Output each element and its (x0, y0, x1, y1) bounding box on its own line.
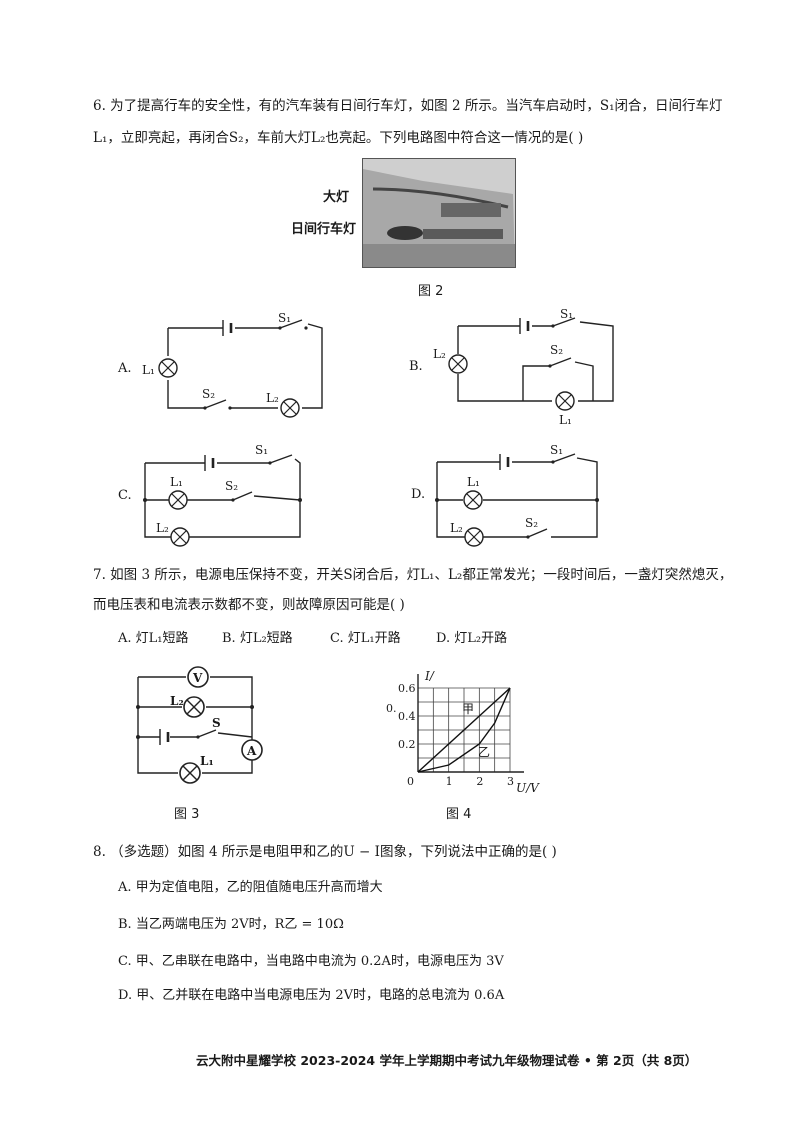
fig3-label-s: S (212, 716, 221, 730)
q6-stem-line2: L₁，立即亮起，再闭合S₂，车前大灯L₂也亮起。下列电路图中符合这一情况的是( … (93, 130, 584, 146)
q7-option-b: B. 灯L₂短路 (222, 631, 293, 646)
q8-option-b: B. 当乙两端电压为 2V时，R乙 = 10Ω (118, 917, 344, 932)
figure3-circuit: V A L₂ S L₁ (136, 666, 263, 784)
fig3-label-l1: L₁ (200, 754, 214, 768)
graph-label-jia: 甲 (462, 702, 474, 716)
a-label-l1: L₁ (142, 363, 155, 377)
figure4-caption: 图 4 (446, 807, 472, 822)
a-label-l2: L₂ (266, 391, 279, 405)
graph-series (417, 687, 511, 773)
x-tick-label: 2 (476, 775, 483, 788)
series-line-甲 (417, 687, 511, 773)
graph-side-mark: 0. (386, 702, 397, 715)
q8-stem: 8. （多选题）如图 4 所示是电阻甲和乙的U − I图象，下列说法中正确的是(… (93, 844, 557, 860)
photo-label-headlight: 大灯 (323, 190, 350, 205)
fig3-voltmeter-symbol: V (192, 671, 203, 685)
d-label-s2: S₂ (525, 516, 538, 530)
b-label-l2: L₂ (433, 347, 446, 361)
a-label-s2: S₂ (202, 387, 215, 401)
q8-option-c: C. 甲、乙串联在电路中，当电路中电流为 0.2A时，电源电压为 3V (118, 954, 504, 969)
d-label-l2: L₂ (450, 521, 463, 535)
q7-stem-line1: 7. 如图 3 所示，电源电压保持不变，开关S闭合后，灯L₁、L₂都正常发光；一… (93, 567, 733, 583)
fig3-label-l2: L₂ (170, 694, 184, 708)
y-tick-label: 0.2 (398, 738, 416, 751)
c-label-l1: L₁ (170, 475, 183, 489)
c-label-s2: S₂ (225, 479, 238, 493)
q8-option-d: D. 甲、乙并联在电路中当电源电压为 2V时，电路的总电流为 0.6A (118, 988, 505, 1003)
x-tick-label: 0 (407, 775, 414, 788)
figure2-caption: 图 2 (418, 284, 444, 299)
q6-option-d-circuit: S₁ L₁ S₂ L₂ (435, 443, 599, 547)
q6-option-a-circuit: S₁ L₁ S₂ L₂ (142, 311, 323, 418)
b-label-l1: L₁ (559, 413, 572, 427)
q8-option-a: A. 甲为定值电阻，乙的阻值随电压升高而增大 (118, 880, 383, 895)
graph-x-axis-label: U/V (516, 781, 540, 795)
x-tick-label: 1 (446, 775, 453, 788)
q7-option-d: D. 灯L₂开路 (436, 631, 508, 646)
d-label-l1: L₁ (467, 475, 480, 489)
a-label-s1: S₁ (278, 311, 291, 325)
q7-option-a: A. 灯L₁短路 (118, 631, 189, 646)
b-label-s1: S₁ (560, 307, 573, 321)
figure2-car-photo (362, 158, 516, 268)
c-label-l2: L₂ (156, 521, 169, 535)
q6-option-c-circuit: S₁ L₁ S₂ L₂ (143, 443, 302, 547)
figure4-graph: 0.6 0.4 0.2 0 1 2 3 I/ U/V 0. 甲 乙 (386, 669, 540, 795)
q7-stem-line2: 而电压表和电流表示数都不变，则故障原因可能是( ) (93, 597, 405, 613)
q6-option-c-letter: C. (118, 488, 132, 503)
graph-label-yi: 乙 (478, 745, 490, 759)
graph-ticks: 0.6 0.4 0.2 0 1 2 3 (398, 682, 514, 788)
q6-option-b-letter: B. (409, 359, 423, 374)
series-line-乙 (417, 687, 511, 773)
q6-option-d-letter: D. (411, 487, 426, 502)
y-tick-label: 0.6 (398, 682, 416, 695)
x-tick-label: 3 (507, 775, 514, 788)
q6-option-a-letter: A. (118, 361, 132, 376)
y-tick-label: 0.4 (398, 710, 416, 723)
b-label-s2: S₂ (550, 343, 563, 357)
fig3-ammeter-symbol: A (246, 744, 257, 758)
c-label-s1: S₁ (255, 443, 268, 457)
q6-stem-line1: 6. 为了提高行车的安全性，有的汽车装有日间行车灯，如图 2 所示。当汽车启动时… (93, 98, 723, 114)
graph-y-axis-label: I/ (424, 669, 436, 683)
figure3-caption: 图 3 (174, 807, 200, 822)
photo-label-drl: 日间行车灯 (291, 222, 357, 237)
d-label-s1: S₁ (550, 443, 563, 457)
car-photo-drawing (363, 159, 515, 267)
q7-option-c: C. 灯L₁开路 (330, 631, 401, 646)
q6-option-b-circuit: S₁ L₂ S₂ L₁ (433, 307, 614, 427)
page-footer: 云大附中星耀学校 2023-2024 学年上学期期中考试九年级物理试卷 • 第 … (196, 1053, 698, 1068)
